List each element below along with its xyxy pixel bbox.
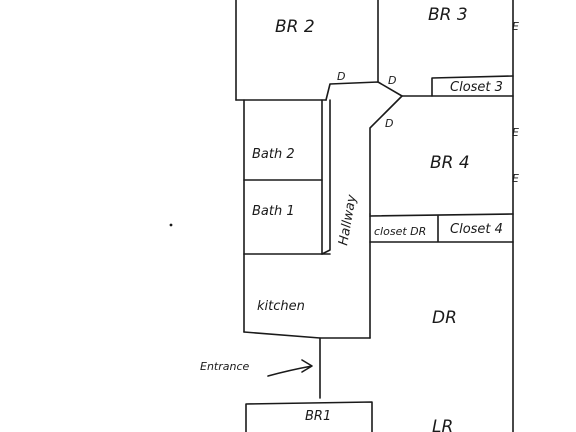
label-br3: BR 3	[428, 5, 468, 25]
entrance-arrow	[267, 359, 313, 377]
wall-kitchen-bottom	[243, 331, 371, 339]
label-br4: BR 4	[430, 153, 470, 173]
wall-hall-right	[321, 99, 371, 339]
label-entrance: Entrance	[200, 360, 250, 373]
label-kitchen: kitchen	[257, 299, 305, 314]
door-mark-br4: D	[385, 117, 393, 130]
window-mark-br3: E	[512, 20, 519, 33]
stray-dot	[169, 223, 173, 227]
wall-hall-diagonal	[369, 95, 403, 215]
label-hallway: Hallway	[336, 193, 360, 246]
label-bath2: Bath 2	[252, 147, 295, 162]
wall-hall-top	[325, 81, 514, 101]
label-closet3: Closet 3	[450, 80, 503, 95]
door-mark-br3: D	[388, 74, 396, 87]
label-bath1: Bath 1	[252, 204, 295, 219]
closet3-box	[431, 75, 514, 97]
label-br1: BR1	[305, 409, 331, 424]
closet-row	[369, 213, 514, 243]
label-lr: LR	[432, 417, 453, 432]
door-mark-br2: D	[337, 70, 345, 83]
label-dr: DR	[432, 308, 457, 328]
window-mark-br4b: E	[512, 172, 519, 185]
label-br2: BR 2	[275, 17, 315, 37]
window-mark-br4a: E	[512, 126, 519, 139]
br1-box	[245, 401, 373, 432]
label-closet-dr: closet DR	[374, 225, 426, 238]
label-closet4: Closet 4	[450, 222, 503, 237]
